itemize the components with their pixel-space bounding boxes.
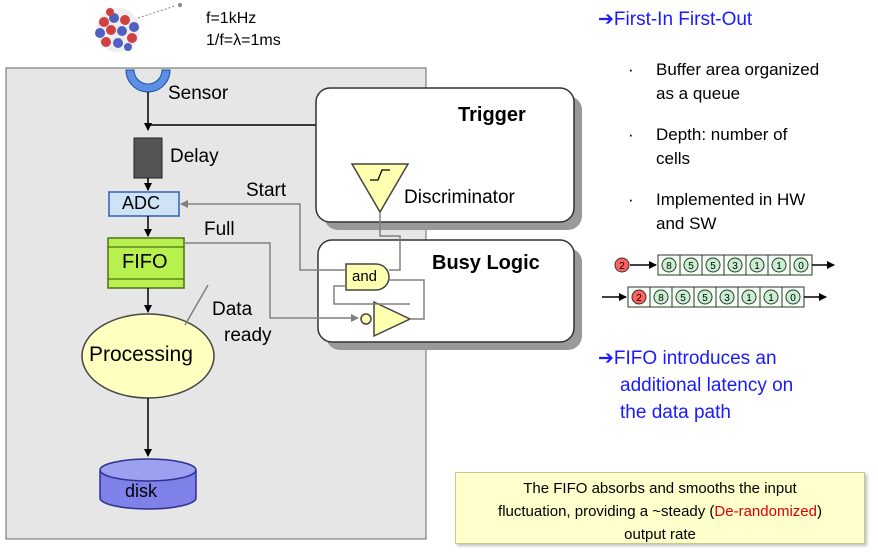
- arrow-right-icon: ➔: [598, 348, 614, 369]
- fifo-heading: ➔First-In First-Out: [598, 9, 753, 30]
- adc-label: ADC: [122, 193, 161, 213]
- incoming-item: [614, 257, 630, 273]
- and-gate: [345, 263, 390, 291]
- queue-cell: [683, 257, 699, 273]
- fifo-label: FIFO: [122, 251, 168, 273]
- queue-cell: [785, 289, 801, 305]
- queue-cell-label: 5: [688, 261, 694, 272]
- queue-cell-label: 2: [636, 293, 642, 304]
- delay-block: [133, 137, 163, 179]
- queue-cell-label: 8: [658, 293, 664, 304]
- frequency-label: f=1kHz: [206, 10, 257, 27]
- and-gate-label: and: [352, 268, 378, 285]
- queue-cell-label: 1: [768, 293, 774, 304]
- bullet-dot-icon: ·: [628, 190, 634, 209]
- full-label: Full: [204, 219, 235, 240]
- period-label: 1/f=λ=1ms: [206, 32, 281, 49]
- arrow-right-icon: ➔: [598, 9, 614, 30]
- latency-note: ➔FIFO introduces an additional latency o…: [598, 348, 794, 423]
- queue-cell: [719, 289, 735, 305]
- queue-cell: [749, 257, 765, 273]
- processing-label: Processing: [89, 343, 193, 366]
- fifo-block: [107, 237, 185, 289]
- queue-cell: [771, 257, 787, 273]
- queue-cell-label: 5: [702, 293, 708, 304]
- bullet-1: · Buffer area organized as a queue: [628, 60, 820, 103]
- disk-label: disk: [125, 481, 158, 501]
- discriminator-label: Discriminator: [404, 187, 515, 208]
- queue-cell-label: 5: [710, 261, 716, 272]
- queue-cell-label: 1: [754, 261, 760, 272]
- disk-icon: [99, 458, 197, 510]
- bullet-2: · Depth: number of cells: [628, 125, 788, 168]
- queue-cell-label: 8: [666, 261, 672, 272]
- delay-label: Delay: [170, 146, 219, 167]
- queue-cell: [705, 257, 721, 273]
- queue-cell: [741, 289, 757, 305]
- queue-cell: [653, 289, 669, 305]
- queue-cell: [661, 257, 677, 273]
- queue-cell-label: 5: [680, 293, 686, 304]
- sensor-icon: [125, 69, 171, 93]
- adc-block: [108, 191, 180, 217]
- start-label: Start: [246, 180, 287, 201]
- queue-cell: [727, 257, 743, 273]
- bullet-3: · Implemented in HW and SW: [628, 190, 806, 233]
- fifo-summary-box: The FIFO absorbs and smooths the input f…: [455, 472, 865, 544]
- busy-logic-title: Busy Logic: [432, 252, 540, 274]
- queue-cell-label: 3: [732, 261, 738, 272]
- queue-cell: [763, 289, 779, 305]
- queue-illustration: 2 8 5 5 3 1 1 0 2 8 5 5 3 1 1 0: [602, 254, 835, 308]
- particle-source-icon: [95, 3, 182, 52]
- bullet-dot-icon: ·: [628, 125, 634, 144]
- queue-cell-label: 1: [776, 261, 782, 272]
- discriminator-icon: [350, 163, 410, 214]
- data-ready-label-2: ready: [224, 325, 272, 346]
- queue-cell-label: 0: [790, 293, 796, 304]
- queue-cell-label: 1: [746, 293, 752, 304]
- queue-cell: [697, 289, 713, 305]
- trigger-title: Trigger: [458, 104, 526, 126]
- queue-cell: [793, 257, 809, 273]
- queue-row-2: 2 8 5 5 3 1 1 0: [602, 286, 827, 308]
- sensor-label: Sensor: [168, 83, 229, 104]
- queue-row-1: 2 8 5 5 3 1 1 0: [614, 254, 835, 276]
- queue-cell: [675, 289, 691, 305]
- queue-cell-label: 3: [724, 293, 730, 304]
- queue-cell-label: 0: [798, 261, 804, 272]
- queue-cell: [631, 289, 647, 305]
- data-ready-label-1: Data: [212, 299, 253, 320]
- bullet-dot-icon: ·: [628, 60, 634, 79]
- inverter-gate: [373, 300, 412, 338]
- incoming-item-label: 2: [619, 261, 625, 272]
